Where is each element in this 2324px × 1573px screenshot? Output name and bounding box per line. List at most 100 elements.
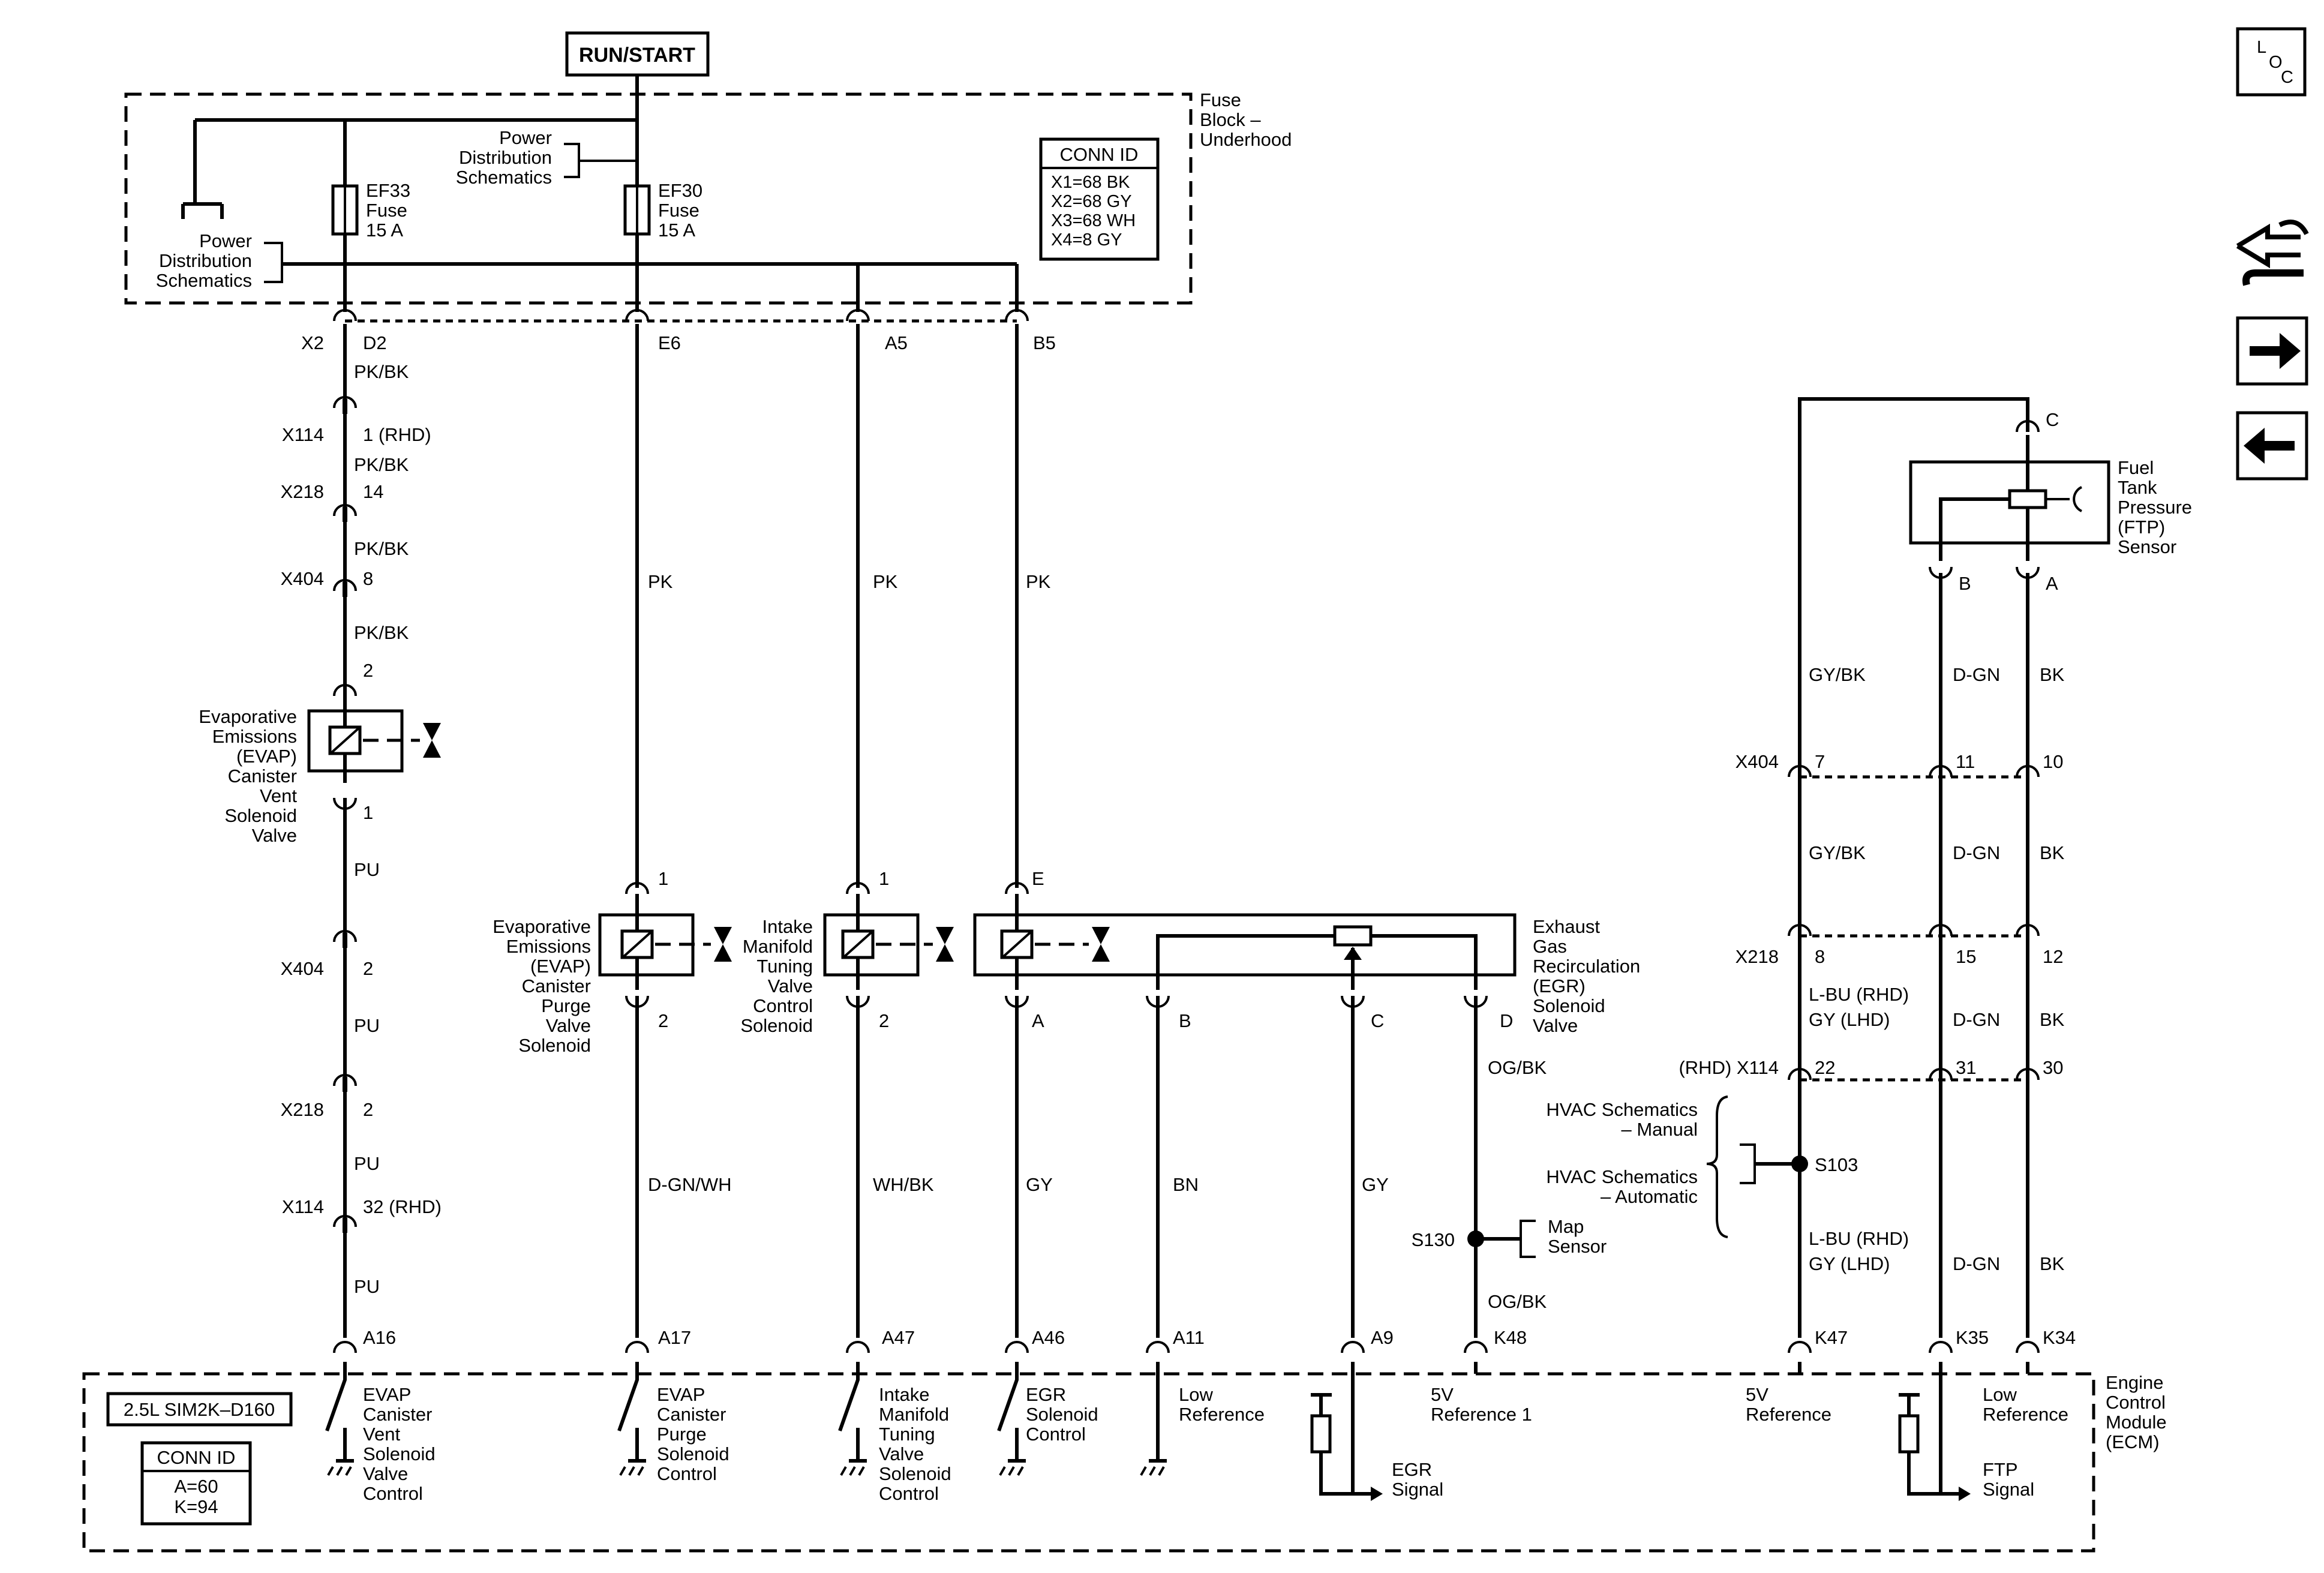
locator-button[interactable]: L O C [2236,27,2307,97]
svg-text:Tank: Tank [2118,477,2157,498]
svg-text:PK/BK: PK/BK [354,622,409,643]
svg-text:2.5L SIM2K–D160: 2.5L SIM2K–D160 [124,1399,275,1420]
ecm-circuit-egr: EGR Solenoid Control [1026,1384,1098,1445]
svg-text:D: D [1500,1010,1513,1031]
svg-text:D-GN: D-GN [1953,842,2000,863]
svg-text:(EVAP): (EVAP) [530,956,591,977]
svg-text:PU: PU [354,859,380,880]
svg-text:– Automatic: – Automatic [1601,1186,1698,1207]
svg-text:C: C [1371,1010,1384,1031]
svg-text:CONN ID: CONN ID [157,1447,236,1468]
svg-text:Manifold: Manifold [743,936,813,957]
svg-text:Fuse: Fuse [366,200,407,221]
ftp-wire-colors: GY/BK D-GN BK GY/BK D-GN BK L-BU (RHD) G… [1809,664,2065,1274]
ftp-label: Fuel Tank Pressure (FTP) Sensor [2118,457,2192,557]
svg-text:Sensor: Sensor [1548,1236,1607,1257]
svg-text:15: 15 [1956,946,1976,967]
svg-text:E: E [1032,868,1044,889]
svg-text:Vent: Vent [260,785,297,806]
ecm-circuit-imtv: Intake Manifold Tuning Valve Solenoid Co… [879,1384,951,1504]
component-diagram-icon[interactable] [2236,220,2309,286]
svg-text:Fuse: Fuse [658,200,699,221]
fuse-pin-labels: E6 A5 B5 [658,332,1056,353]
svg-text:CONN ID: CONN ID [1060,144,1139,165]
svg-text:5V: 5V [1746,1384,1768,1405]
svg-text:2: 2 [363,958,373,979]
egr-label: Exhaust Gas Recirculation (EGR) Solenoid… [1533,916,1640,1036]
svg-text:1: 1 [658,868,668,889]
svg-text:HVAC Schematics: HVAC Schematics [1546,1166,1698,1187]
svg-text:L-BU (RHD): L-BU (RHD) [1809,984,1909,1005]
svg-text:X114: X114 [282,424,324,445]
svg-text:PK/BK: PK/BK [354,454,409,475]
ecm-conn-id: CONN ID A=60 K=94 [140,1441,252,1526]
svg-text:(ECM): (ECM) [2106,1431,2160,1452]
svg-text:Map: Map [1548,1216,1584,1237]
ecm-engine-box: 2.5L SIM2K–D160 [106,1392,293,1427]
svg-text:Control: Control [2106,1392,2166,1413]
svg-text:Tuning: Tuning [879,1424,935,1445]
svg-text:BK: BK [2040,1253,2065,1274]
svg-text:Evaporative: Evaporative [493,916,591,937]
svg-text:Control: Control [657,1463,717,1484]
svg-text:Recirculation: Recirculation [1533,956,1640,977]
svg-text:PU: PU [354,1276,380,1297]
svg-text:Reference: Reference [1746,1404,1831,1425]
fuse-ef30: EF30 Fuse 15 A [623,180,702,241]
svg-text:Purge: Purge [657,1424,707,1445]
svg-text:Block –: Block – [1200,109,1261,130]
fuse-pin-arcs [625,309,1029,322]
svg-text:14: 14 [363,481,383,502]
svg-text:Low: Low [1983,1384,2017,1405]
svg-text:Emissions: Emissions [212,726,297,747]
ecm-label: Engine Control Module (ECM) [2106,1372,2167,1452]
svg-text:(RHD) X114: (RHD) X114 [1679,1057,1779,1078]
svg-text:X2=68 GY: X2=68 GY [1051,192,1132,211]
svg-text:GY/BK: GY/BK [1809,664,1866,685]
svg-text:X1=68 BK: X1=68 BK [1051,173,1130,192]
svg-text:Valve: Valve [768,975,813,996]
arrow-right-icon [2280,333,2301,369]
svg-text:A9: A9 [1371,1327,1394,1348]
svg-text:11: 11 [1956,751,1975,772]
svg-text:B: B [1179,1010,1191,1031]
purge-valve: 1 2 [598,868,732,1031]
svg-text:GY/BK: GY/BK [1809,842,1866,863]
previous-page-button[interactable] [2236,411,2308,481]
fuse-block-outline [124,92,1193,305]
svg-text:Manifold: Manifold [879,1404,949,1425]
ecm-circuit-vent: EVAP Canister Vent Solenoid Valve Contro… [363,1384,436,1504]
svg-text:8: 8 [363,568,373,589]
svg-text:Schematics: Schematics [156,270,252,291]
svg-text:X218: X218 [281,1099,324,1120]
purge-ecm-pin: A17 [658,1327,691,1348]
svg-text:FTP: FTP [1983,1459,2018,1480]
ecm-signal-circuits [1310,1362,2029,1501]
fuse-block-label: Fuse Block – Underhood [1200,89,1292,150]
next-page-button[interactable] [2236,316,2308,386]
svg-text:EVAP: EVAP [657,1384,705,1405]
arrow-left-icon [2244,428,2265,464]
svg-text:Reference: Reference [1179,1404,1265,1425]
svg-text:2: 2 [363,1099,373,1120]
svg-text:Vent: Vent [363,1424,400,1445]
svg-text:GY (LHD): GY (LHD) [1809,1009,1890,1030]
svg-text:BK: BK [2040,1009,2065,1030]
svg-text:5V: 5V [1431,1384,1454,1405]
svg-text:Valve: Valve [252,825,297,846]
fuse-block-conn-id: CONN ID X1=68 BK X2=68 GY X3=68 WH X4=8 … [1039,137,1160,261]
svg-text:EF33: EF33 [366,180,410,201]
svg-text:PK: PK [873,571,898,592]
imtv-wire-color: WH/BK [873,1174,934,1195]
svg-text:Valve: Valve [363,1463,408,1484]
svg-text:A: A [2046,573,2058,594]
ecm-low-side-drivers [325,1362,1167,1476]
svg-text:PK/BK: PK/BK [354,538,409,559]
svg-text:A46: A46 [1032,1327,1065,1348]
ecm-circuit-low-ref2: Low Reference [1983,1384,2068,1425]
power-dist-label-a: Power Distribution Schematics [456,127,552,188]
svg-text:GY: GY [1362,1174,1389,1195]
ecm-circuit-ref: 5V Reference [1746,1384,1831,1425]
svg-text:Solenoid: Solenoid [1026,1404,1098,1425]
